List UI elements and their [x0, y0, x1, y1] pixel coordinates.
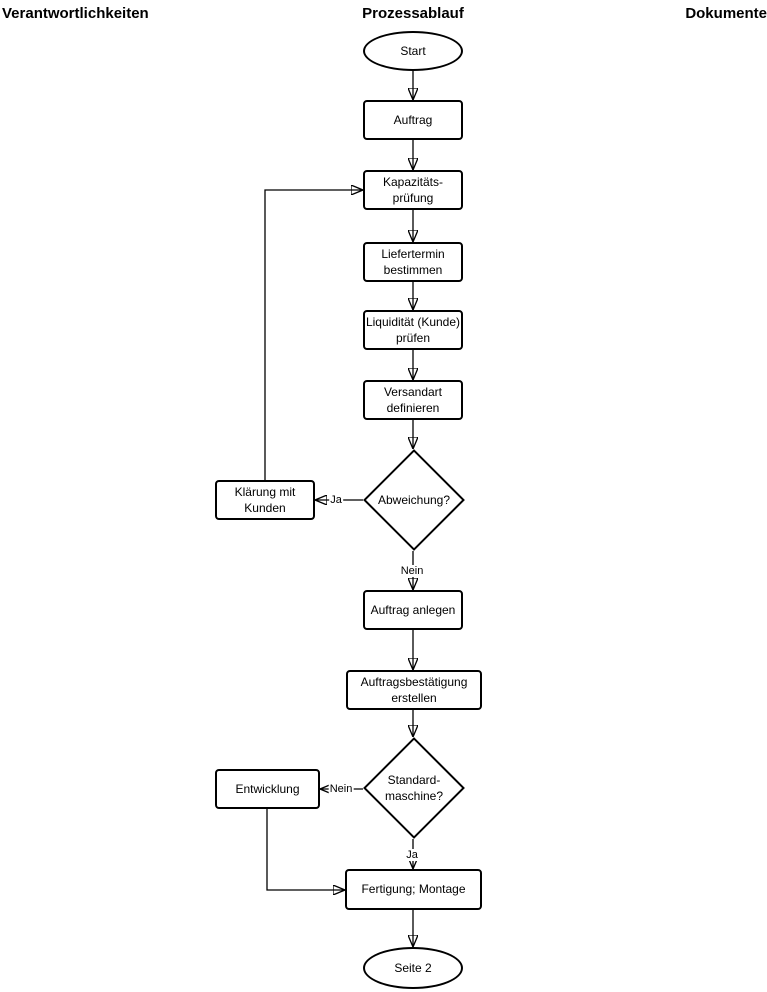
node-auftragsbestaetigung-label: Auftragsbestätigung erstellen [360, 674, 468, 705]
node-auftrag-label: Auftrag [393, 112, 433, 127]
node-fertigung-montage-label: Fertigung; Montage [361, 882, 466, 897]
node-auftrag-anlegen: Auftrag anlegen [363, 590, 463, 630]
lane-title-prozessablauf: Prozessablauf [362, 5, 464, 22]
node-kapazitaetspruefung-label: Kapazitäts- prüfung [382, 174, 444, 205]
node-standardmaschine-label: Standard- maschine? [384, 772, 444, 803]
lane-title-dokumente: Dokumente [685, 5, 767, 22]
node-auftrag: Auftrag [363, 100, 463, 140]
node-kapazitaetspruefung: Kapazitäts- prüfung [363, 170, 463, 210]
node-entwicklung-label: Entwicklung [235, 781, 300, 796]
node-auftragsbestaetigung: Auftragsbestätigung erstellen [346, 670, 482, 710]
node-klaerung-mit-kunden-label: Klärung mit Kunden [234, 484, 296, 515]
node-entwicklung: Entwicklung [215, 769, 320, 809]
edge-entwicklung-to-fertigung [266, 809, 345, 890]
node-abweichung: Abweichung? [363, 449, 465, 551]
node-liefertermin: Liefertermin bestimmen [363, 242, 463, 282]
node-fertigung-montage: Fertigung; Montage [345, 869, 482, 910]
edge-label-standardmaschine-ja: Ja [405, 849, 419, 861]
node-versandart-label: Versandart definieren [383, 384, 443, 415]
node-seite2-label: Seite 2 [394, 960, 432, 975]
node-versandart: Versandart definieren [363, 380, 463, 420]
edge-label-abweichung-nein: Nein [399, 565, 425, 577]
node-liquiditaet: Liquidität (Kunde) prüfen [363, 310, 463, 350]
node-liquiditaet-label: Liquidität (Kunde) prüfen [365, 314, 461, 345]
edge-klaerung-back-to-kapazitaetspruefung [264, 190, 363, 480]
node-abweichung-label: Abweichung? [377, 492, 451, 507]
edge-label-abweichung-ja: Ja [329, 494, 343, 506]
edge-label-standardmaschine-nein: Nein [328, 783, 354, 795]
node-auftrag-anlegen-label: Auftrag anlegen [370, 602, 456, 617]
node-seite2: Seite 2 [363, 947, 463, 989]
node-start: Start [363, 31, 463, 71]
node-klaerung-mit-kunden: Klärung mit Kunden [215, 480, 315, 520]
node-standardmaschine: Standard- maschine? [363, 737, 465, 839]
lane-title-verantwortlichkeiten: Verantwortlichkeiten [2, 5, 149, 22]
node-liefertermin-label: Liefertermin bestimmen [381, 246, 445, 277]
node-start-label: Start [400, 43, 426, 58]
